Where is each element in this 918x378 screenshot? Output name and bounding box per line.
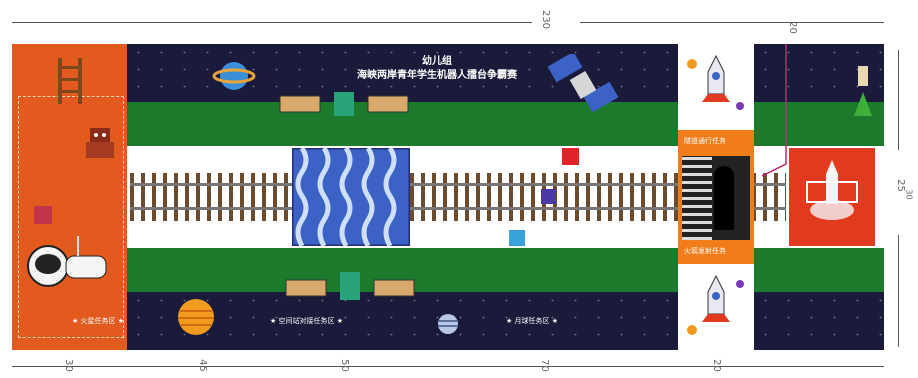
tree-icon bbox=[854, 66, 872, 116]
mars-inner-area bbox=[18, 96, 124, 338]
dim-line-top-right bbox=[580, 22, 884, 23]
dim-line-right-lower bbox=[898, 235, 899, 347]
marker-red bbox=[562, 148, 579, 165]
space-bottom-right bbox=[754, 292, 884, 350]
dim-bottom-3: 70 bbox=[538, 359, 550, 372]
leader-line bbox=[761, 44, 787, 177]
game-board: ★ 火星任务区 ★ 幼儿组 海峡两岸青年学生机器人擂台争霸赛 bbox=[12, 44, 884, 350]
space-station-bottom-icon bbox=[285, 272, 415, 300]
grass-top bbox=[127, 102, 884, 146]
marker-purple bbox=[541, 189, 556, 204]
tunnel-icon bbox=[682, 156, 750, 240]
astronaut-icon bbox=[27, 236, 107, 287]
dim-bottom-2: 50 bbox=[338, 359, 350, 372]
mars-zone: ★ 火星任务区 ★ bbox=[12, 44, 127, 350]
rocket-panel-top bbox=[678, 44, 754, 130]
banner-space-station: ★ 空间站对接任务区 ★ bbox=[270, 317, 344, 325]
dim-bottom-4: 20 bbox=[710, 359, 722, 372]
banner-tunnel: 隧道通行任务 bbox=[684, 137, 726, 145]
railway-left bbox=[130, 173, 295, 221]
rocket-icon bbox=[687, 54, 744, 110]
banner-launch: 火箭发射任务 bbox=[684, 247, 726, 255]
launch-rocket-icon bbox=[806, 160, 858, 220]
dim-bottom-1: 45 bbox=[196, 359, 208, 372]
dim-top-right: 20 bbox=[786, 21, 798, 34]
banner-mars: ★ 火星任务区 ★ bbox=[72, 317, 125, 325]
grass-bottom bbox=[127, 248, 884, 292]
dim-bottom-0: 30 bbox=[62, 359, 74, 372]
robot-icon bbox=[86, 128, 114, 158]
planet-orange-icon bbox=[178, 299, 214, 335]
satellite-icon bbox=[547, 54, 619, 113]
planet-small-icon bbox=[438, 314, 458, 334]
space-bottom bbox=[127, 292, 678, 350]
dim-line-right-upper bbox=[898, 50, 899, 150]
dim-line-bottom bbox=[12, 366, 884, 367]
rocket-panel-bottom bbox=[678, 264, 754, 350]
railway-right bbox=[752, 173, 786, 221]
launch-pad bbox=[789, 148, 875, 246]
planet-saturn-icon bbox=[212, 62, 256, 90]
flag-icon bbox=[34, 206, 52, 224]
river-icon bbox=[292, 148, 410, 246]
ladder-icon bbox=[58, 58, 82, 104]
space-station-top-icon bbox=[279, 92, 409, 116]
tunnel-zone: 隧道通行任务 火箭发射任务 bbox=[678, 130, 754, 264]
dim-line-top-left bbox=[12, 22, 532, 23]
marker-blue bbox=[509, 230, 525, 246]
rocket-icon bbox=[687, 274, 744, 335]
dim-total-width: 230 bbox=[540, 9, 552, 30]
banner-moon: ★ 月球任务区 ★ bbox=[506, 317, 559, 325]
dim-right-mid2: 30 bbox=[904, 189, 914, 200]
